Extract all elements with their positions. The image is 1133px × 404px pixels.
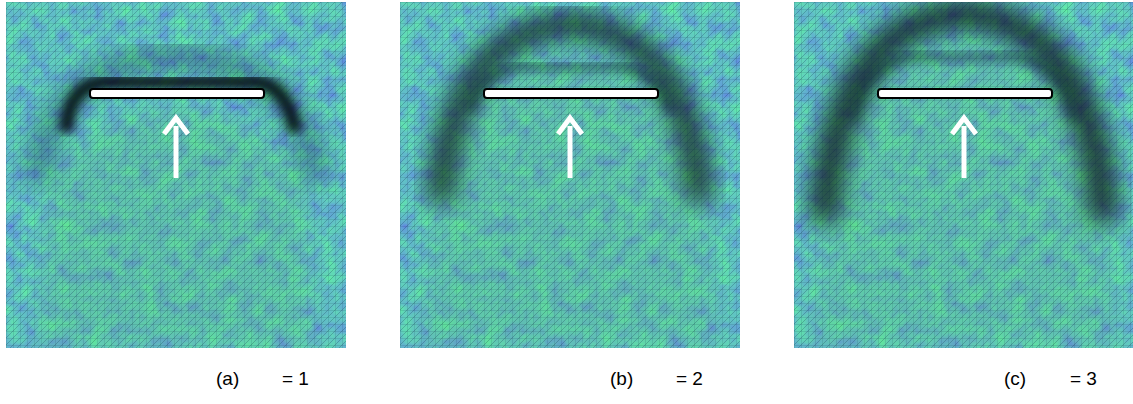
mesh-panel xyxy=(6,2,346,348)
panel-letter: (c) xyxy=(1004,368,1026,391)
mesh-panel xyxy=(794,2,1133,348)
panel-letter: (b) xyxy=(610,368,633,391)
mesh-panel xyxy=(400,2,740,348)
parameter-value: = 2 xyxy=(676,368,703,391)
parameter-value: = 3 xyxy=(1070,368,1097,391)
panel-letter: (a) xyxy=(216,368,239,391)
parameter-value: = 1 xyxy=(282,368,309,391)
